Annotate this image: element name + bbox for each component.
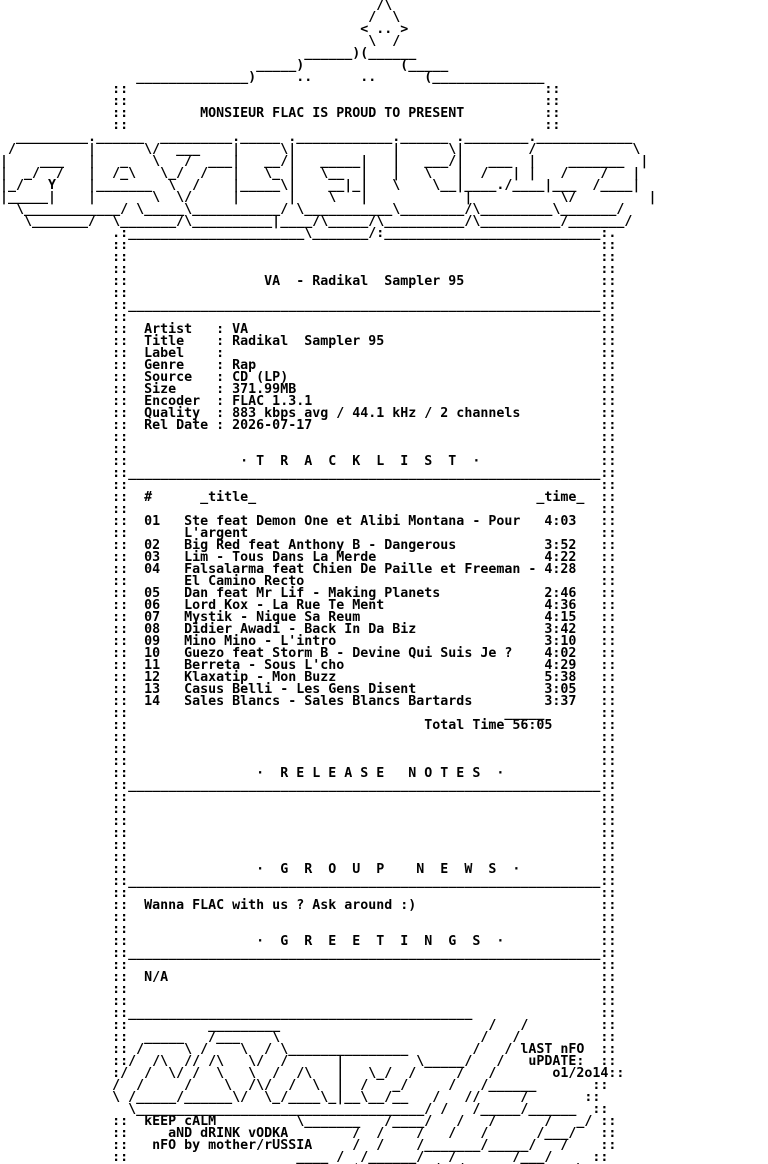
nfo-line: :: aND dRINK vODKA / / / / / /___/ :: [0, 1126, 617, 1141]
nfo-line: :: 08 Didier Awadi - Back In Da Biz 3:42… [0, 622, 617, 637]
nfo-line: :: Label : :: [0, 346, 617, 361]
nfo-line: :: :: [0, 826, 617, 841]
nfo-line: _____) (_____ [0, 58, 449, 73]
nfo-line: :: :: [0, 286, 617, 301]
nfo-line: :: 12 Klaxatip - Mon Buzz 5:38 :: [0, 670, 617, 685]
nfo-line: :: Artist : VA :: [0, 322, 617, 337]
nfo-line: :: · G R O U P N E W S · :: [0, 862, 617, 877]
nfo-line: :: · G R E E T I N G S · :: [0, 934, 617, 949]
nfo-line: ::______________________________________… [0, 946, 617, 961]
nfo-line: :: · T R A C K L I S T · :: [0, 454, 617, 469]
nfo-line: _________.______ _________._____ .______… [0, 130, 633, 145]
nfo-line: :: :: [0, 82, 561, 97]
nfo-line: :: Wanna FLAC with us ? Ask around :) :: [0, 898, 617, 913]
nfo-line: :: 06 Lord Kox - La Rue Te Ment 4:36 :: [0, 598, 617, 613]
nfo-line: :/ / \/ / \ \ / /\ | \_/ / / / o1/2o14:: [0, 1066, 625, 1081]
nfo-line: :: Genre : Rap :: [0, 358, 617, 373]
nfo-line: < .. > [0, 22, 409, 37]
nfo-line: :: 01 Ste feat Demon One et Alibi Montan… [0, 514, 617, 529]
nfo-line: ::/ /\ // /\ \/ / | \_____/ / uPDATE: :: [0, 1054, 617, 1069]
nfo-line: :: / \ / \ / \_______________ / / lAST n… [0, 1042, 617, 1057]
nfo-line: ::______________________________________… [0, 778, 617, 793]
nfo-line: :: :: [0, 754, 617, 769]
nfo-line: :: N/A :: [0, 970, 617, 985]
nfo-line: :: :: [0, 838, 617, 853]
nfo-line: :: 07 Mystik - Nique Sa Reum 4:15 :: [0, 610, 617, 625]
nfo-line: :: nFO by mother/rUSSIA / / /_______/___… [0, 1138, 617, 1153]
nfo-line: :: :: [0, 910, 617, 925]
nfo-line: :: :: [0, 994, 617, 1009]
nfo-line: ______________) .. .. (______________ [0, 70, 545, 85]
nfo-line: :: 04 Falsalarma feat Chien De Paille et… [0, 562, 617, 577]
nfo-line: | ___ | _ \ / ___| __/| _____| | ___/| _… [0, 154, 649, 169]
nfo-line: /\ [0, 0, 393, 13]
nfo-line: ::______________________________________… [0, 874, 617, 889]
nfo-line: \ /_____/______\/ \_/____\_|__\__/__ / /… [0, 1090, 601, 1105]
nfo-line: :: Source : CD (LP) :: [0, 370, 617, 385]
nfo-line: :: Total Time 56:05 :: [0, 718, 617, 733]
nfo-line: |_/ Y |_______ \ / |_____\| __|_| \ \__|… [0, 178, 641, 193]
nfo-line: :: 10 Guezo feat Storm B - Devine Qui Su… [0, 646, 617, 661]
nfo-line: :: Rel Date : 2026-07-17 :: [0, 418, 617, 433]
nfo-line: :: Title : Radikal Sampler 95 :: [0, 334, 617, 349]
nfo-line: ::______________________________________… [0, 298, 617, 313]
nfo-line: :: :: [0, 982, 617, 997]
nfo-line: :: Encoder : FLAC 1.3.1 :: [0, 394, 617, 409]
nfo-line: :: :: [0, 922, 617, 937]
nfo-line: :: · R E L E A S E N O T E S · :: [0, 766, 617, 781]
nfo-line: ::______________________________________… [0, 1006, 617, 1021]
nfo-line: :: :: [0, 502, 617, 517]
nfo-line: \_______/ \_______/\__________|____/\___… [0, 214, 633, 229]
nfo-line: :: 09 Mino Mino - L'intro 3:10 :: [0, 634, 617, 649]
nfo-line: :: :: [0, 238, 617, 253]
nfo-line: :: # _title_ _time_ :: [0, 490, 617, 505]
nfo-line: :: _____ :: [0, 706, 617, 721]
nfo-line: :: El Camino Recto :: [0, 574, 617, 589]
nfo-line: .:______________________\_______/:______… [0, 226, 617, 241]
nfo-line: \ / [0, 34, 401, 49]
nfo-line: :: L'argent :: [0, 526, 617, 541]
nfo-line: :: _____ /___ \ / / :: [0, 1030, 617, 1045]
nfo-line: :: :: [0, 958, 617, 973]
nfo-line: :: Size : 371.99MB :: [0, 382, 617, 397]
nfo-line: :: kEEP cALM \_______ /____/ / / / _/ :: [0, 1114, 617, 1129]
nfo-line: :: VA - Radikal Sampler 95 :: [0, 274, 617, 289]
nfo-line: :: :: [0, 802, 617, 817]
nfo-line: :: :: [0, 430, 617, 445]
nfo-line: / | \/ ___ | \| | \| / \ [0, 142, 641, 157]
nfo-line: :: :: [0, 850, 617, 865]
nfo-line: :: :: [0, 730, 617, 745]
nfo-line: :: 11 Berreta - Sous L'cho 4:29 :: [0, 658, 617, 673]
nfo-line: :: :: [0, 478, 617, 493]
nfo-line: :: :: [0, 310, 617, 325]
nfo-line: :: :: [0, 118, 561, 133]
nfo-line: :: 02 Big Red feat Anthony B - Dangerous… [0, 538, 617, 553]
nfo-line: :: :: [0, 790, 617, 805]
nfo-line: :: 13 Casus Belli - Les Gens Disent 3:05… [0, 682, 617, 697]
nfo-line: :: ____ / /______/ / /___/ :: [0, 1150, 609, 1164]
nfo-line: | _/ / | /_\ \_/ / | \_ | \__ | | \ | / … [0, 166, 641, 181]
nfo-line: :: 05 Dan feat Mr Lif - Making Planets 2… [0, 586, 617, 601]
nfo-line: :: MONSIEUR FLAC IS PROUD TO PRESENT :: [0, 106, 561, 121]
nfo-line: :: :: [0, 814, 617, 829]
nfo-line: ::______________________________________… [0, 466, 617, 481]
nfo-line: :: :: [0, 262, 617, 277]
nfo-line: ______)(______ [0, 46, 417, 61]
nfo-line: :: :: [0, 94, 561, 109]
nfo-line: :: 14 Sales Blancs - Sales Blancs Bartar… [0, 694, 617, 709]
nfo-line: |_____| | \ \/ | | \ | | \/ | [0, 190, 657, 205]
nfo-line: :: 03 Lim - Tous Dans La Merde 4:22 :: [0, 550, 617, 565]
nfo-line: :: :: [0, 742, 617, 757]
nfo-line: :: :: [0, 250, 617, 265]
nfo-line: :: _________ / / :: [0, 1018, 617, 1033]
nfo-line: / / / \ /\/ / \ | / _/ / /______ :: [0, 1078, 609, 1093]
nfo-line: :: :: [0, 442, 617, 457]
nfo-line: / \ [0, 10, 401, 25]
nfo-line: :: :: [0, 886, 617, 901]
nfo-line: \____________________________________/ /… [0, 1102, 609, 1117]
nfo-line: \____________/ \_____\___________/ \____… [0, 202, 625, 217]
nfo-line: :: Quality : 883 kbps avg / 44.1 kHz / 2… [0, 406, 617, 421]
